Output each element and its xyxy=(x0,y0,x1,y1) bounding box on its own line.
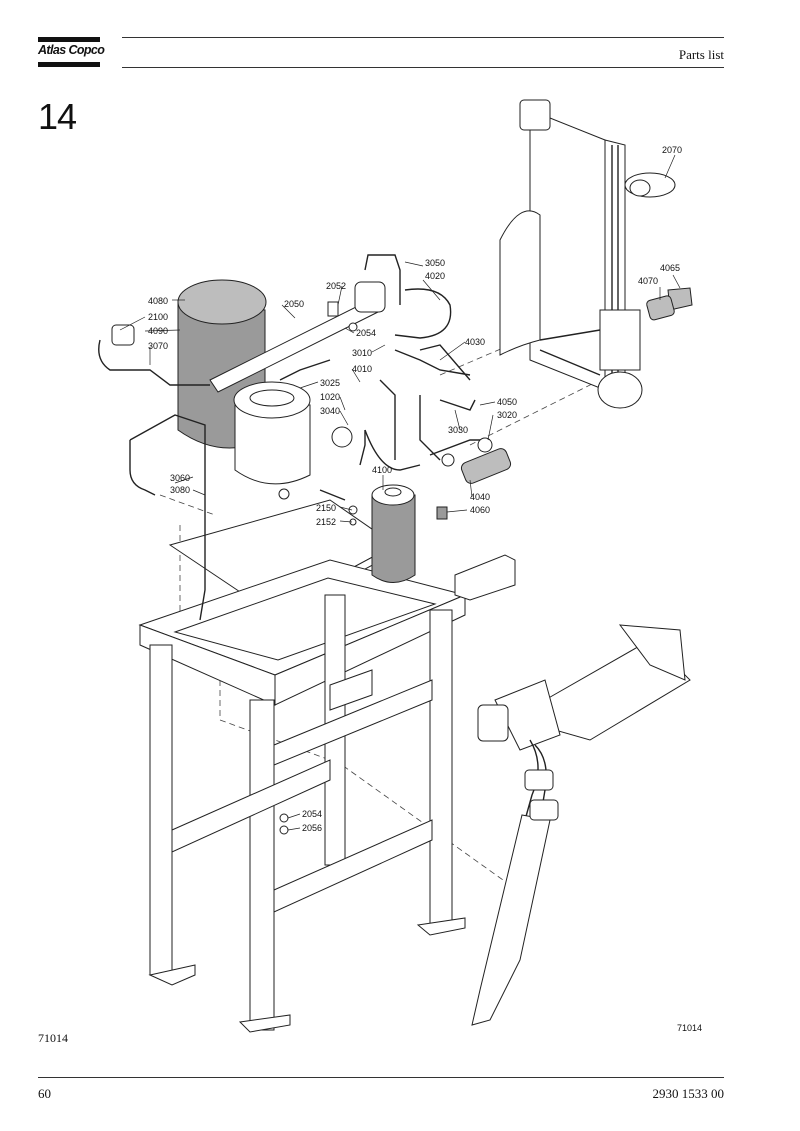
callout-2100: 2100 xyxy=(148,312,168,322)
page-number: 60 xyxy=(38,1086,51,1101)
hose-4065 xyxy=(646,287,693,321)
filter-4100 xyxy=(371,484,416,583)
fittings xyxy=(111,301,493,835)
callout-2056: 2056 xyxy=(302,823,322,833)
callout-2152: 2152 xyxy=(316,517,336,527)
drawing-inner-reference: 71014 xyxy=(677,1023,703,1033)
callout-4100: 4100 xyxy=(372,465,392,475)
pipework xyxy=(98,254,490,621)
callout-4060: 4060 xyxy=(470,505,490,515)
logo-bar-top xyxy=(38,37,100,42)
callout-3050: 3050 xyxy=(425,258,445,268)
atlas-copco-logo: Atlas Copco xyxy=(38,37,105,67)
pipe-2050 xyxy=(209,281,386,393)
heat-exchanger xyxy=(499,99,676,409)
callout-2050: 2050 xyxy=(284,299,304,309)
leader-lines xyxy=(119,154,681,831)
exploded-view-drawing: 2070 3050 4020 4065 4070 2052 4080 2050 … xyxy=(40,90,730,1040)
motor-pump-assembly xyxy=(471,624,691,1026)
page-title: Parts list xyxy=(678,47,724,62)
callout-4030: 4030 xyxy=(465,337,485,347)
callout-3070: 3070 xyxy=(148,341,168,351)
logo-text: Atlas Copco xyxy=(38,43,105,57)
callout-4070: 4070 xyxy=(638,276,658,286)
callout-1020: 1020 xyxy=(320,392,340,402)
callout-2054-upper: 2054 xyxy=(356,328,376,338)
callout-4010: 4010 xyxy=(352,364,372,374)
callout-4080: 4080 xyxy=(148,296,168,306)
document-number: 2930 1533 00 xyxy=(652,1086,725,1101)
drawing-reference: 71014 xyxy=(38,1031,68,1045)
callout-3030: 3030 xyxy=(448,425,468,435)
callout-3025: 3025 xyxy=(320,378,340,388)
callout-3080: 3080 xyxy=(170,485,190,495)
callout-4050: 4050 xyxy=(497,397,517,407)
callout-2070: 2070 xyxy=(662,145,682,155)
logo-bar-bottom xyxy=(38,62,100,67)
callout-4040: 4040 xyxy=(470,492,490,502)
header-rule-top xyxy=(122,37,724,38)
callout-2150: 2150 xyxy=(316,503,336,513)
callout-2054-lower: 2054 xyxy=(302,809,322,819)
callout-4090: 4090 xyxy=(148,326,168,336)
callout-4020: 4020 xyxy=(425,271,445,281)
section-number: 14 xyxy=(38,96,77,137)
callout-3020: 3020 xyxy=(497,410,517,420)
callout-3040: 3040 xyxy=(320,406,340,416)
footer-rule xyxy=(38,1077,724,1078)
hose-4040 xyxy=(460,448,512,484)
callout-labels: 2070 3050 4020 4065 4070 2052 4080 2050 … xyxy=(148,145,682,833)
callout-3060: 3060 xyxy=(170,473,190,483)
separator-vessel xyxy=(233,381,311,485)
callout-4065: 4065 xyxy=(660,263,680,273)
frame-stand xyxy=(138,499,516,1033)
callout-3010: 3010 xyxy=(352,348,372,358)
fitting-4060 xyxy=(436,506,448,520)
header-rule-bottom xyxy=(122,67,724,68)
callout-2052: 2052 xyxy=(326,281,346,291)
